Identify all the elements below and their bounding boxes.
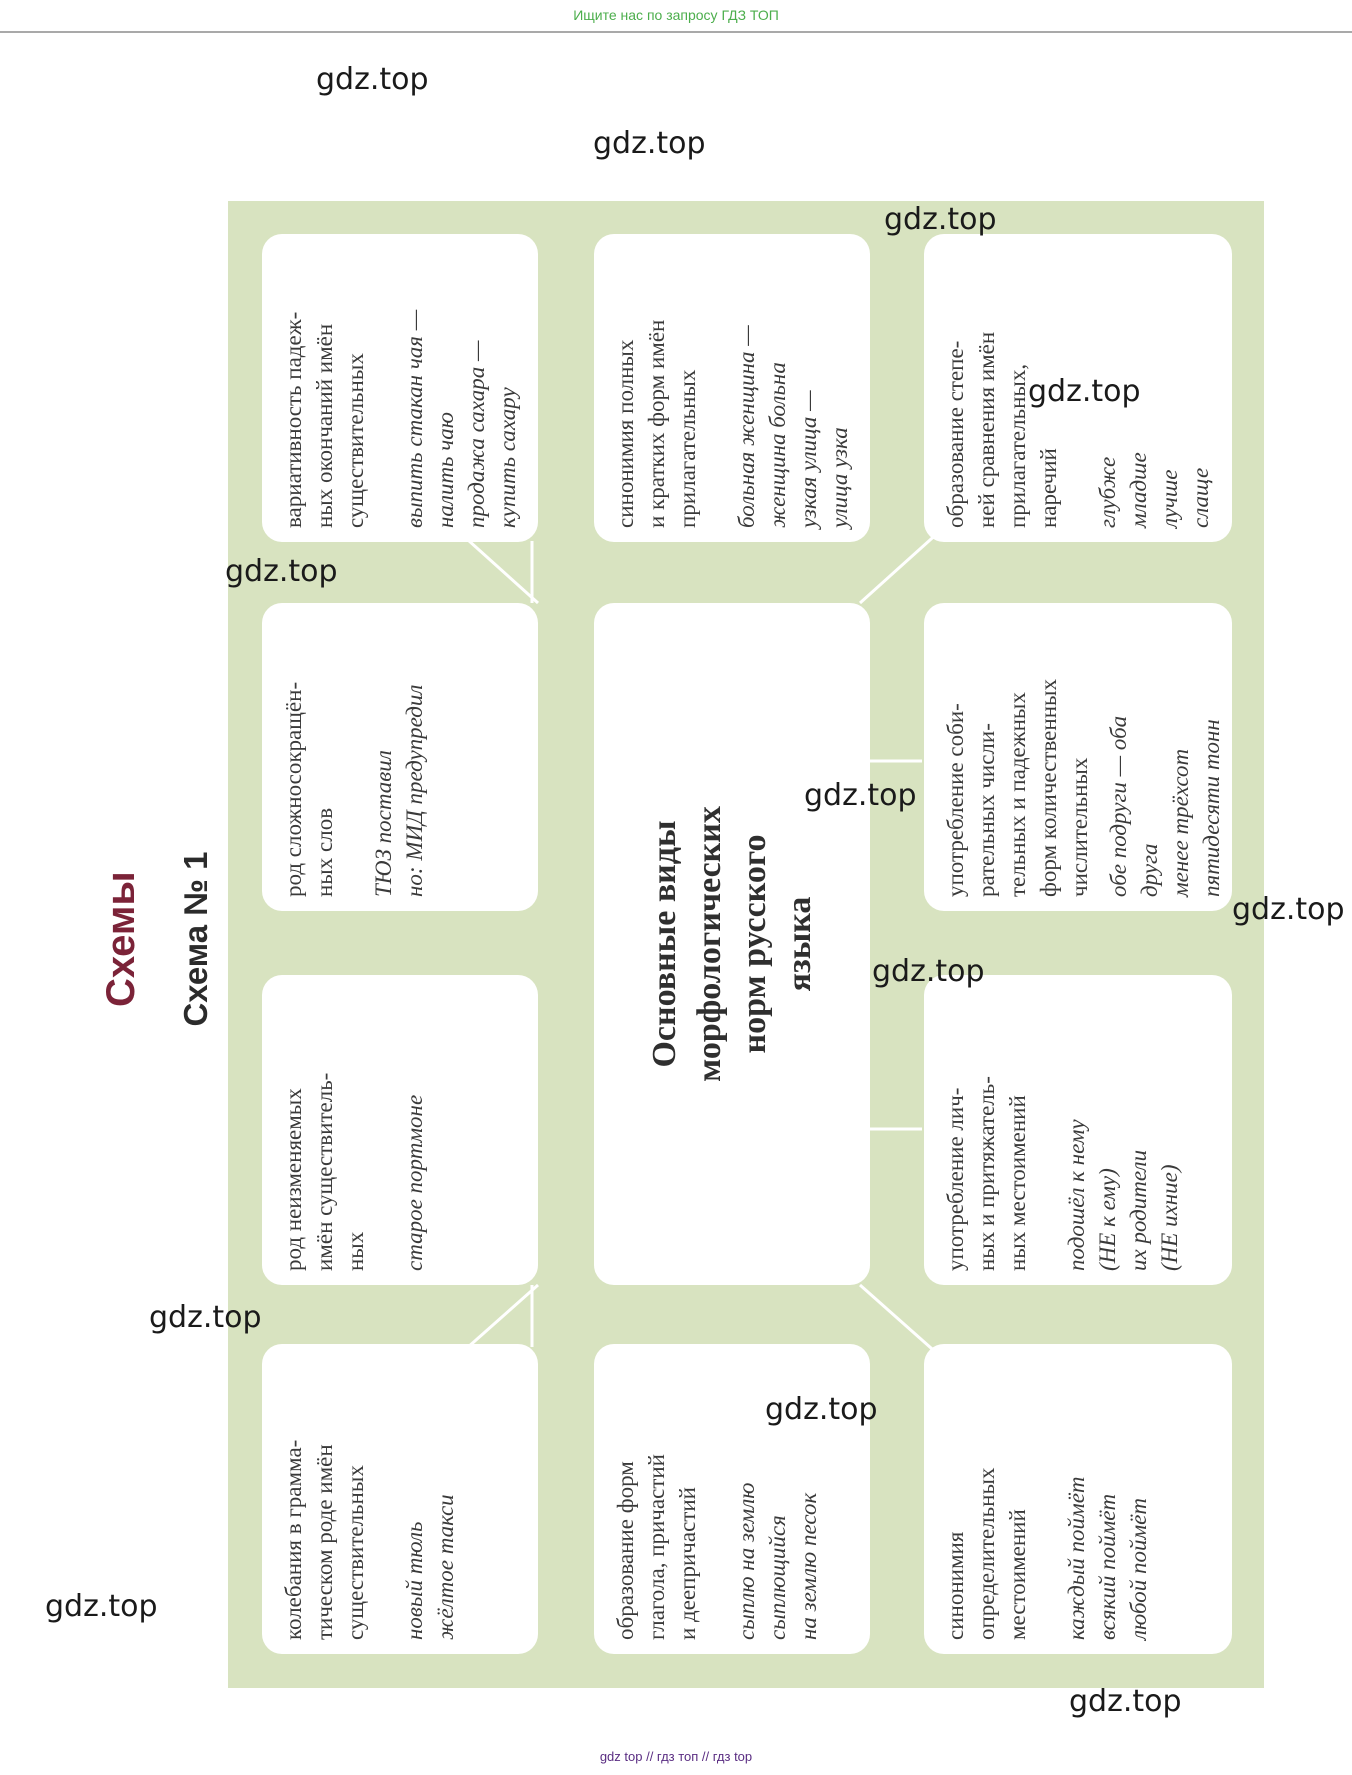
- card-examples: старое портмоне: [402, 1094, 427, 1271]
- watermark: gdz.top: [149, 1300, 262, 1335]
- watermark: gdz.top: [884, 202, 997, 237]
- card-description: род сложносокращён- ных слов: [281, 681, 337, 897]
- connector-line: [858, 529, 942, 605]
- footer-links[interactable]: gdz top // гдз топ // гдз top: [599, 1749, 753, 1764]
- card-description: колебания в грамма- тическом роде имён с…: [281, 1439, 368, 1640]
- top-banner: Ищите нас по запросу ГДЗ ТОП: [0, 0, 1352, 33]
- watermark: gdz.top: [225, 554, 338, 589]
- watermark: gdz.top: [765, 1392, 878, 1427]
- card-examples: каждый поймёт всякий поймёт любой поймёт: [1064, 1476, 1151, 1640]
- card-indeclinable-gender: род неизменяемых имён существитель- ных …: [262, 975, 538, 1285]
- scheme-title: Схема № 1: [177, 851, 214, 1027]
- card-description: вариативность падеж- ных окончаний имён …: [281, 311, 368, 528]
- card-description: род неизменяемых имён существитель- ных: [281, 1072, 368, 1271]
- card-numerals: употребление соби- рательных числи- тель…: [924, 603, 1232, 911]
- watermark: gdz.top: [1028, 374, 1141, 409]
- card-examples: выпить стакан чая — налить чаю продажа с…: [402, 309, 520, 528]
- connector-lines: [456, 529, 942, 1358]
- connector-line: [859, 1283, 941, 1358]
- card-description: синонимия полных и кратких форм имён при…: [613, 319, 700, 528]
- watermark: gdz.top: [45, 1589, 158, 1624]
- card-examples: больная женщина — женщина больна узкая у…: [734, 325, 852, 528]
- card-examples: обе подруги — оба друга менее трёхсот пя…: [1106, 715, 1224, 897]
- card-determinative-pronouns: синонимия определительных местоимений ка…: [924, 1344, 1232, 1654]
- card-description: синонимия определительных местоимений: [943, 1467, 1030, 1640]
- card-verb-forms: образование форм глагола, причастий и де…: [594, 1344, 870, 1654]
- card-description: употребление лич- ных и притяжатель- ных…: [943, 1076, 1030, 1271]
- scheme-board: вариативность падеж- ных окончаний имён …: [228, 201, 1264, 1688]
- card-examples: ТЮЗ поставил но: МИД предупредил: [371, 684, 427, 897]
- banner-text[interactable]: Ищите нас по запросу ГДЗ ТОП: [573, 7, 779, 23]
- card-description: образование форм глагола, причастий и де…: [613, 1454, 700, 1640]
- center-topic-card: Основные виды морфологических норм русск…: [594, 603, 870, 1285]
- center-topic: Основные виды морфологических норм русск…: [646, 806, 818, 1082]
- card-examples: новый тюль жёлтое такси: [402, 1494, 458, 1640]
- watermark: gdz.top: [1232, 892, 1345, 927]
- card-noun-case-endings: вариативность падеж- ных окончаний имён …: [262, 234, 538, 542]
- watermark: gdz.top: [804, 778, 917, 813]
- watermark: gdz.top: [872, 954, 985, 989]
- card-description: употребление соби- рательных числи- тель…: [943, 679, 1092, 897]
- section-title: Схемы: [99, 871, 143, 1007]
- watermark: gdz.top: [1069, 1684, 1182, 1719]
- connector-line: [456, 529, 540, 605]
- card-pronouns: употребление лич- ных и притяжатель- ных…: [924, 975, 1232, 1285]
- card-adjective-forms: синонимия полных и кратких форм имён при…: [594, 234, 870, 542]
- card-examples: подошёл к нему (НЕ к ему) их родители (Н…: [1064, 1119, 1182, 1271]
- card-comparison-degrees: образование степе- ней сравнения имён пр…: [924, 234, 1232, 542]
- card-gender-fluctuation: колебания в грамма- тическом роде имён с…: [262, 1344, 538, 1654]
- card-abbreviation-gender: род сложносокращён- ных слов ТЮЗ постави…: [262, 603, 538, 911]
- watermark: gdz.top: [316, 62, 429, 97]
- watermark: gdz.top: [593, 126, 706, 161]
